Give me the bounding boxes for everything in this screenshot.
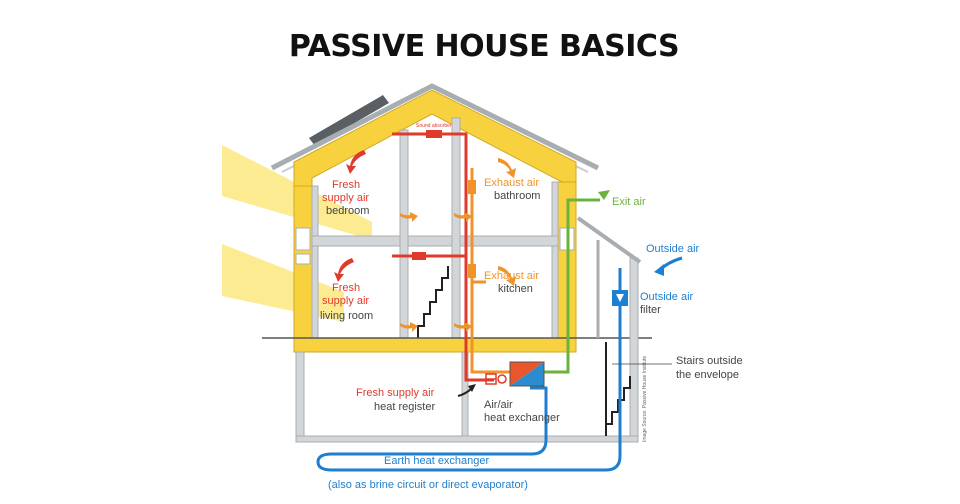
supply-flow-arrows [334, 150, 366, 282]
living-label-3: living room [320, 310, 373, 322]
basement-left-wall [295, 351, 305, 441]
room-flow-arrows [400, 158, 516, 332]
left-wall [311, 185, 319, 339]
register-label-2: heat register [374, 401, 435, 413]
exit-air-duct [544, 198, 600, 374]
register-label-1: Fresh supply air [356, 387, 435, 399]
hx-label-1: Air/air [484, 399, 513, 411]
earth-hx-label: Earth heat exchanger [384, 455, 490, 467]
sound-absorber-upper [426, 130, 442, 138]
outside-air-label: Outside air [646, 243, 700, 255]
exhaust-ducts [470, 168, 510, 374]
earth-hx-note: (also as brine circuit or direct evapora… [328, 479, 528, 491]
annex-roof [576, 216, 642, 264]
basement-right-wall [629, 257, 639, 441]
column-right [451, 117, 461, 339]
image-credit: Image Source: Passive House Institute [642, 356, 648, 442]
solar-panel [309, 95, 389, 146]
roof-outline [270, 83, 600, 171]
heat-exchanger [509, 361, 545, 387]
sound-absorber-label: Sound absorber [416, 123, 452, 129]
page-title: PASSIVE HOUSE BASICS [289, 29, 679, 64]
outside-filter-label-2: filter [640, 304, 661, 316]
outdoor-stairs [605, 342, 631, 436]
living-label-2: supply air [322, 295, 369, 307]
window-left-lower [295, 253, 311, 265]
bathroom-label-2: bathroom [494, 190, 540, 202]
exhaust-absorber-lower [468, 264, 476, 278]
kitchen-label-2: kitchen [498, 283, 533, 295]
basement-floor [295, 435, 639, 443]
outside-air-filter-glyph [616, 294, 624, 302]
exit-air-label: Exit air [612, 196, 646, 208]
slab-insulation [293, 337, 577, 353]
heat-exchanger-blue-half [510, 362, 544, 386]
window-left-upper [295, 227, 311, 251]
living-label-1: Fresh [332, 282, 360, 294]
mid-floor [311, 235, 559, 247]
bathroom-label-1: Exhaust air [484, 177, 539, 189]
stairs-label-1: Stairs outside [676, 355, 743, 367]
exit-air-arrow [598, 190, 610, 200]
outside-filter-label-1: Outside air [640, 291, 694, 303]
hx-pointer-arrowhead [468, 384, 476, 392]
bedroom-label-2: supply air [322, 192, 369, 204]
kitchen-label-1: Exhaust air [484, 270, 539, 282]
right-wall [551, 181, 559, 339]
bedroom-label-1: Fresh [332, 179, 360, 191]
heat-register [485, 373, 507, 385]
column-left [399, 129, 409, 339]
indoor-stairs [417, 266, 449, 338]
hx-label-2: heat exchanger [484, 412, 560, 424]
outside-air-arrowhead [654, 264, 664, 276]
bedroom-label-3: bedroom [326, 205, 369, 217]
sound-absorber-lower [412, 252, 426, 260]
stairs-label-2: the envelope [676, 369, 739, 381]
exhaust-absorber-upper [468, 180, 476, 194]
